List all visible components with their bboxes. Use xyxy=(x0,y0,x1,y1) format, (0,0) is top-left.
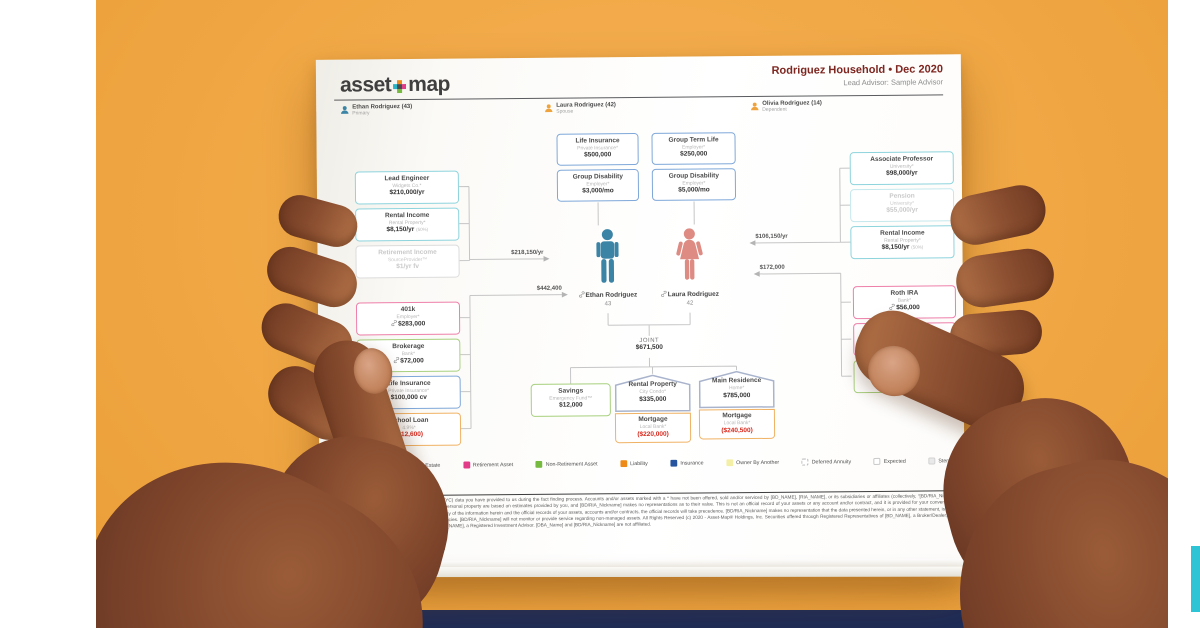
joint-node: JOINT $671,500 xyxy=(619,338,679,352)
account-box-retirement-income: Retirement Income SourceProvider™ $1/yr … xyxy=(355,244,460,279)
legend-item-owner-by-another: Owner By Another xyxy=(726,459,779,467)
house-outline-icon xyxy=(698,370,775,409)
flow-total-right-assets: $172,000 xyxy=(759,264,785,271)
flow-total-right-income: $106,150/yr xyxy=(755,233,788,240)
account-box-life-insurance-center: Life Insurance Private Insurance* $500,0… xyxy=(556,133,639,166)
person-entry-primary: Ethan Rodriguez (43) Primary xyxy=(340,104,412,117)
account-box-rental-income-right: Rental Income Rental Property* $8,150/yr… xyxy=(850,225,955,260)
legend-swatch xyxy=(928,457,936,465)
legend-item-liability: Liability xyxy=(620,460,648,468)
account-amount: $98,000/yr xyxy=(886,169,918,177)
female-figure-icon xyxy=(671,227,708,292)
account-amount: $8,150/yr (50%) xyxy=(881,243,924,252)
account-amount: $3,000/mo xyxy=(582,187,614,195)
link-icon xyxy=(393,357,399,364)
account-box-associate-professor: Associate Professor University* $98,000/… xyxy=(849,151,954,186)
account-amount: $335,000 xyxy=(639,395,667,403)
asset-map-report-page: asset map Rodriguez Household • Dec 2020… xyxy=(315,54,966,565)
account-box-rental-income-left: Rental Income Rental Property* $8,150/yr… xyxy=(355,207,460,242)
account-amount-note: (50%) xyxy=(911,244,924,250)
account-amount: $5,000/mo xyxy=(678,186,710,194)
page-edge-accent xyxy=(1191,546,1200,612)
assetmap-logo: asset map xyxy=(340,73,450,98)
person-entry-dependent: Olivia Rodriguez (14) Dependent xyxy=(750,100,822,113)
joint-amount: $671,500 xyxy=(635,343,663,352)
account-amount: $500,000 xyxy=(584,151,612,159)
person-icon xyxy=(341,106,349,114)
flow-total-left-income: $218,150/yr xyxy=(511,249,544,257)
legend-item-expected: Expected xyxy=(873,457,906,465)
liability-box-mortgage-1: Mortgage Local Bank* ($220,000) xyxy=(614,412,692,444)
account-amount: $283,000 xyxy=(357,320,459,330)
account-amount: $55,000/yr xyxy=(886,206,918,214)
real-estate-box-rental-property: Rental Property City Condo* $335,000 xyxy=(614,374,691,413)
person-icon xyxy=(751,102,759,111)
account-amount: $250,000 xyxy=(680,150,708,158)
account-box-lead-engineer: Lead Engineer Widgets Co.* $210,000/yr xyxy=(354,170,460,205)
legend-swatch xyxy=(726,459,734,467)
link-icon xyxy=(391,320,397,327)
legend-swatch xyxy=(873,457,881,465)
legend-swatch xyxy=(462,461,470,469)
account-box-pension: Pension University* $55,000/yr xyxy=(849,188,955,223)
account-amount-note: (50%) xyxy=(416,226,429,233)
link-icon xyxy=(578,291,585,298)
legend-item-deferred-annuity: Deferred Annuity xyxy=(801,458,852,466)
male-figure-icon xyxy=(589,228,626,293)
account-amount: $72,000 xyxy=(357,357,459,367)
legend-swatch xyxy=(535,460,543,468)
account-amount: ($240,500) xyxy=(721,426,753,434)
account-box-group-disability-2: Group Disability Employer* $5,000/mo xyxy=(651,168,737,201)
link-icon xyxy=(661,290,667,297)
real-estate-box-main-residence: Main Residence Home* $785,000 xyxy=(698,370,775,409)
account-amount: ($220,000) xyxy=(637,430,669,438)
legend-swatch xyxy=(620,460,628,468)
account-box-savings: Savings Emergency Fund™ $12,000 xyxy=(530,383,611,417)
account-amount: $12,000 xyxy=(559,401,583,409)
liability-box-mortgage-2: Mortgage Local Bank* ($240,500) xyxy=(698,408,776,440)
account-amount: $8,150/yr (50%) xyxy=(386,226,429,234)
account-box-group-term-life: Group Term Life Employer* $250,000 xyxy=(651,132,736,165)
figure-name-laura: Laura Rodriguez xyxy=(640,290,740,298)
account-amount: $785,000 xyxy=(723,391,751,399)
account-amount: $210,000/yr xyxy=(389,189,425,197)
account-box-brokerage: Brokerage Bank* $72,000 xyxy=(356,338,461,373)
legend-item-insurance: Insurance xyxy=(670,459,704,467)
legend-item-retirement-asset: Retirement Asset xyxy=(462,461,513,469)
person-entry-spouse: Laura Rodriguez (42) Spouse xyxy=(544,102,616,115)
house-outline-icon xyxy=(614,374,691,412)
legend-swatch xyxy=(801,458,809,466)
figure-age: 42 xyxy=(686,300,694,307)
account-box-group-disability-1: Group Disability Employer* $3,000/mo xyxy=(556,169,640,202)
account-amount: $1/yr fv xyxy=(396,263,420,271)
figure-name-ethan: Ethan Rodriguez xyxy=(558,291,658,299)
connector-lines xyxy=(458,167,852,430)
link-icon xyxy=(889,303,895,311)
right-hand-finger xyxy=(952,245,1058,311)
legend-swatch xyxy=(670,459,678,467)
legend-item-non-retirement-asset: Non-Retirement Asset xyxy=(535,460,598,468)
orange-backdrop: asset map Rodriguez Household • Dec 2020… xyxy=(96,0,1168,628)
account-box-401k: 401k Employer* $283,000 xyxy=(355,301,461,336)
plus-icon xyxy=(393,79,407,93)
flow-total-left-assets: $442,400 xyxy=(536,285,562,292)
person-icon xyxy=(545,104,553,113)
